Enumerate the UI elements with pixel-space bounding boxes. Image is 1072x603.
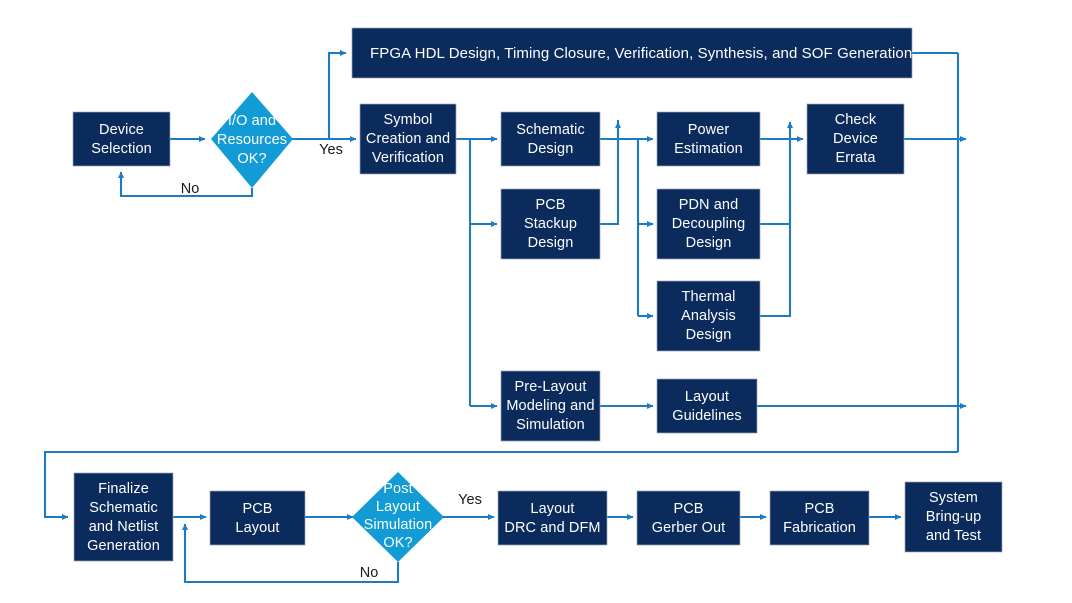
- node-pcb-fabrication-line-0: PCB: [804, 501, 834, 517]
- node-power-estimation[interactable]: Power Estimation: [656, 111, 761, 167]
- node-symbol-creation[interactable]: Symbol Creation and Verification: [359, 103, 457, 175]
- node-pcb-layout-line-0: PCB: [242, 501, 272, 517]
- node-pre-layout-sim[interactable]: Pre-Layout Modeling and Simulation: [500, 370, 601, 442]
- node-layout-guidelines-line-0: Layout: [685, 389, 729, 405]
- node-schematic-design-line-1: Design: [528, 141, 574, 157]
- node-pcb-layout[interactable]: PCB Layout: [209, 490, 306, 546]
- node-system-bringup-line-2: and Test: [926, 528, 981, 544]
- node-pcb-stackup[interactable]: PCB Stackup Design: [500, 188, 601, 260]
- edge-postsim-no-loop: [181, 523, 400, 584]
- node-check-errata-line-0: Check: [835, 112, 877, 128]
- node-pdn-decoupling-line-2: Design: [686, 235, 732, 251]
- node-post-layout-sim-ok[interactable]: Post Layout Simulation OK?: [352, 472, 444, 562]
- node-system-bringup[interactable]: System Bring-up and Test: [904, 481, 1003, 553]
- node-pdn-decoupling-line-0: PDN and: [679, 197, 739, 213]
- edge-yes-riser-to-fpga: [327, 49, 347, 139]
- edge-thermal-to-merge2: [760, 200, 792, 318]
- node-post-layout-sim-ok-line-1: Layout: [376, 499, 420, 515]
- node-thermal-analysis-line-2: Design: [686, 327, 732, 343]
- node-finalize-schematic-line-3: Generation: [87, 538, 160, 554]
- node-check-errata-line-2: Errata: [835, 150, 876, 166]
- edge-decision-no-loop: [117, 171, 254, 198]
- node-pre-layout-sim-line-0: Pre-Layout: [515, 379, 587, 395]
- node-thermal-analysis-line-0: Thermal: [682, 289, 736, 305]
- node-finalize-schematic-line-1: Schematic: [89, 500, 158, 516]
- node-post-layout-sim-ok-line-2: Simulation: [364, 517, 433, 533]
- node-pcb-fabrication-line-1: Fabrication: [783, 520, 856, 536]
- node-symbol-creation-line-1: Creation and: [366, 131, 450, 147]
- node-pcb-layout-line-1: Layout: [235, 520, 279, 536]
- edge-label-post-yes: Yes: [458, 492, 482, 508]
- node-device-selection-line-1: Selection: [91, 141, 152, 157]
- node-pcb-stackup-line-0: PCB: [535, 197, 565, 213]
- node-pcb-fabrication[interactable]: PCB Fabrication: [769, 490, 870, 546]
- node-fpga-hdl-line-0: FPGA HDL Design, Timing Closure, Verific…: [370, 45, 912, 62]
- node-pdn-decoupling-line-1: Decoupling: [672, 216, 746, 232]
- edge-schematic-out: [600, 120, 620, 141]
- node-device-selection[interactable]: Device Selection: [72, 111, 171, 167]
- node-layout-drc-dfm[interactable]: Layout DRC and DFM: [497, 490, 608, 546]
- node-schematic-design[interactable]: Schematic Design: [500, 111, 601, 167]
- edge-label-post-no: No: [360, 565, 379, 581]
- node-finalize-schematic-line-2: and Netlist: [89, 519, 159, 535]
- node-layout-guidelines[interactable]: Layout Guidelines: [656, 378, 758, 434]
- node-power-estimation-line-1: Estimation: [674, 141, 743, 157]
- node-pcb-gerber-out-line-1: Gerber Out: [652, 520, 726, 536]
- node-io-resources-ok[interactable]: I/O and Resources OK?: [211, 92, 293, 188]
- node-fpga-hdl[interactable]: FPGA HDL Design, Timing Closure, Verific…: [351, 27, 913, 79]
- edge-label-io-yes: Yes: [319, 142, 343, 158]
- edge-wrap-bottom: [43, 450, 958, 521]
- node-pre-layout-sim-line-1: Modeling and: [506, 398, 594, 414]
- node-check-errata[interactable]: Check Device Errata: [806, 103, 905, 175]
- node-pcb-gerber-out-line-0: PCB: [673, 501, 703, 517]
- node-symbol-creation-line-2: Verification: [372, 150, 444, 166]
- node-post-layout-sim-ok-line-3: OK?: [383, 535, 412, 551]
- node-io-resources-ok-line-0: I/O and: [228, 113, 276, 129]
- node-io-resources-ok-line-1: Resources: [217, 132, 287, 148]
- node-check-errata-line-1: Device: [833, 131, 878, 147]
- edge-stackup-to-merge: [600, 121, 622, 226]
- node-device-selection-line-0: Device: [99, 122, 144, 138]
- node-pcb-stackup-line-1: Stackup: [524, 216, 577, 232]
- node-pcb-stackup-line-2: Design: [528, 235, 574, 251]
- node-system-bringup-line-0: System: [929, 490, 978, 506]
- node-post-layout-sim-ok-line-0: Post: [383, 481, 412, 497]
- node-pre-layout-sim-line-2: Simulation: [516, 417, 585, 433]
- node-io-resources-ok-line-2: OK?: [237, 151, 266, 167]
- node-finalize-schematic-line-0: Finalize: [98, 481, 149, 497]
- edge-label-io-no: No: [181, 181, 200, 197]
- node-layout-drc-dfm-line-0: Layout: [530, 501, 574, 517]
- node-power-estimation-line-0: Power: [688, 122, 730, 138]
- edge-pdn-to-merge2: [760, 121, 794, 226]
- node-layout-drc-dfm-line-1: DRC and DFM: [504, 520, 600, 536]
- node-symbol-creation-line-0: Symbol: [384, 112, 433, 128]
- node-pcb-gerber-out[interactable]: PCB Gerber Out: [636, 490, 741, 546]
- node-pdn-decoupling[interactable]: PDN and Decoupling Design: [656, 188, 761, 260]
- node-thermal-analysis-line-1: Analysis: [681, 308, 736, 324]
- node-finalize-schematic[interactable]: Finalize Schematic and Netlist Generatio…: [73, 472, 174, 562]
- connector-layer: [43, 49, 967, 584]
- node-system-bringup-line-1: Bring-up: [926, 509, 982, 525]
- node-schematic-design-line-0: Schematic: [516, 122, 585, 138]
- node-thermal-analysis[interactable]: Thermal Analysis Design: [656, 280, 761, 352]
- node-layout-guidelines-line-1: Guidelines: [672, 408, 742, 424]
